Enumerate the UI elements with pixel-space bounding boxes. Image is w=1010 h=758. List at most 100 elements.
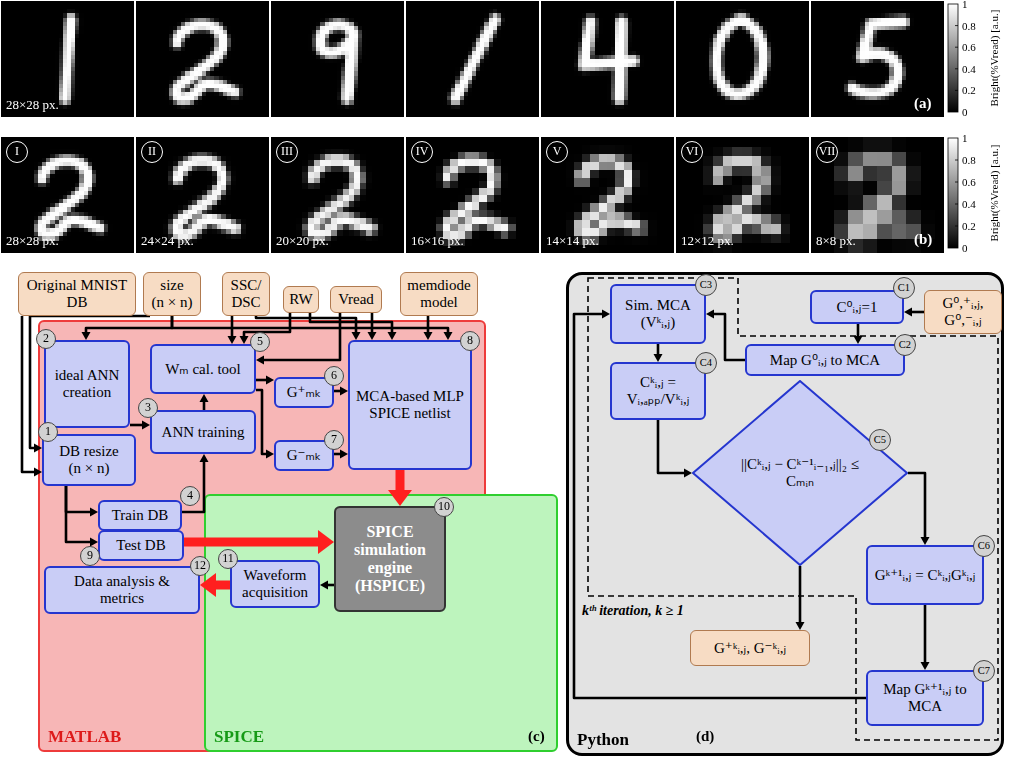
input-box: G⁰,⁺ᵢ,ⱼ, G⁰,⁻ᵢ,ⱼ <box>924 290 1002 334</box>
box-text: RW <box>288 291 314 308</box>
callout-number: 7 <box>324 430 344 450</box>
callout-number: 6 <box>324 366 344 386</box>
input-box: SSC/ DSC <box>222 272 270 316</box>
process-box: Data analysis & metrics <box>44 566 200 614</box>
arrow-head <box>200 394 209 402</box>
callout-number: C6 <box>973 535 995 557</box>
box-content: Train DB <box>105 507 175 524</box>
panel-letter: (c) <box>528 728 545 745</box>
callout-number: C7 <box>973 660 995 682</box>
image-strip-frame <box>0 0 945 118</box>
box-text: Map G⁰ᵢ,ⱼ to MCA <box>752 352 898 369</box>
box-text: Waveform acquisition <box>237 567 313 601</box>
connector <box>256 379 267 382</box>
image-index: I <box>6 141 28 163</box>
process-box: DB resize (n × n) <box>42 434 136 486</box>
box-text: Original MNIST DB <box>23 277 131 311</box>
callout-number: C5 <box>869 429 891 451</box>
box-content: SPICE simulation engine (HSPICE) <box>340 523 440 595</box>
box-content: Waveform acquisition <box>237 567 313 601</box>
connector <box>371 313 374 333</box>
colorbar-tick: 0.2 <box>962 83 976 97</box>
box-content: Vread <box>335 291 377 308</box>
arrow-head <box>142 421 150 430</box>
box-content: MCA-based MLP SPICE netlist <box>355 388 465 422</box>
box-content: G⁰,⁺ᵢ,ⱼ, G⁰,⁻ᵢ,ⱼ <box>929 295 997 329</box>
connector <box>256 390 267 454</box>
arrow-head <box>424 332 433 340</box>
arrow-head <box>352 332 361 340</box>
arrow-head <box>684 469 692 478</box>
box-text: memdiode model <box>405 277 473 311</box>
region-label: Python <box>577 730 629 750</box>
arrow-head <box>318 530 334 554</box>
box-text: Train DB <box>105 507 175 524</box>
input-box: memdiode model <box>400 272 478 316</box>
image-index: V <box>546 141 568 163</box>
connector <box>857 324 860 337</box>
arrow-head <box>266 376 274 385</box>
box-content: RW <box>288 291 314 308</box>
box-content: DB resize (n × n) <box>49 443 129 477</box>
box-text: Vread <box>335 291 377 308</box>
box-text: Wₘ cal. tool <box>157 361 249 378</box>
callout-number: 12 <box>190 556 210 576</box>
arrow-head <box>266 450 274 459</box>
box-content: SSC/ DSC <box>227 277 265 311</box>
connector <box>799 566 802 623</box>
image-size-label: 28×28 px. <box>6 97 59 113</box>
engine-box: SPICE simulation engine (HSPICE) <box>334 506 446 612</box>
process-box: Sim. MCA (Vᵏᵢ,ⱼ) <box>610 284 706 344</box>
image-strip-frame <box>0 136 945 254</box>
callout-number: 3 <box>138 398 158 418</box>
process-box: Gᵏ⁺¹ᵢ,ⱼ = Cᵏᵢ,ⱼGᵏᵢ,ⱼ <box>866 545 984 605</box>
arrow-head <box>388 490 412 506</box>
iteration-boundary <box>588 278 998 740</box>
callout-number: 9 <box>80 546 100 566</box>
image-index: IV <box>411 141 433 163</box>
arrow-head <box>602 310 610 319</box>
box-text: Sim. MCA (Vᵏᵢ,ⱼ) <box>617 297 699 331</box>
box-text: G⁰,⁺ᵢ,ⱼ, G⁰,⁻ᵢ,ⱼ <box>929 295 997 329</box>
input-box: size (n × n) <box>143 272 201 316</box>
box-text: Test DB <box>105 537 177 554</box>
arrow-head <box>200 454 209 462</box>
process-box: Waveform acquisition <box>230 560 320 608</box>
callout-number: 5 <box>250 332 270 352</box>
box-text: ||Cᵏᵢ,ⱼ − Cᵏ⁻¹ᵢ₋₁,ⱼ||₂ ≤ Cₘᵢₙ <box>734 456 866 490</box>
box-content: Cᵏᵢ,ⱼ = Vᵢ,ₐₚₚ/Vᵏᵢ,ⱼ <box>617 374 699 408</box>
arrow-head <box>340 450 348 459</box>
arrow-head <box>854 336 863 344</box>
digit-image <box>541 1 674 117</box>
process-box: Map Gᵏ⁺¹ᵢ,ⱼ to MCA <box>866 670 984 726</box>
colorbar-tick: 0 <box>962 105 968 119</box>
image-index: VII <box>816 141 838 163</box>
callout-number: 1 <box>38 422 58 442</box>
box-content: Map G⁰ᵢ,ⱼ to MCA <box>752 352 898 369</box>
connector <box>66 486 91 512</box>
box-text: MCA-based MLP SPICE netlist <box>355 388 465 422</box>
image-size-label: 20×20 px. <box>276 233 329 249</box>
callout-number: C2 <box>894 334 916 356</box>
axis-label: Bright(%Vread) [a.u.] <box>988 145 1000 242</box>
box-text: G⁺ᵏᵢ,ⱼ, G⁻ᵏᵢ,ⱼ <box>695 640 805 657</box>
image-size-label: 8×8 px. <box>816 233 856 249</box>
arrow-head <box>340 387 348 396</box>
decision-diamond: ||Cᵏᵢ,ⱼ − Cᵏ⁻¹ᵢ₋₁,ⱼ||₂ ≤ Cₘᵢₙ <box>692 380 908 566</box>
image-index: VI <box>681 141 703 163</box>
connector <box>911 311 924 314</box>
callout-number: 11 <box>218 549 238 569</box>
image-index: II <box>141 141 163 163</box>
box-content: Sim. MCA (Vᵏᵢ,ⱼ) <box>617 297 699 331</box>
connector <box>263 313 340 360</box>
connector <box>30 316 150 448</box>
box-text: ANN training <box>157 424 249 441</box>
box-content: memdiode model <box>405 277 473 311</box>
arrow-head <box>34 444 42 453</box>
input-box: Vread <box>330 286 382 313</box>
arrow-head <box>706 310 714 319</box>
connector <box>244 313 290 337</box>
flow-arrow <box>396 470 405 492</box>
arrow-head <box>796 622 805 630</box>
